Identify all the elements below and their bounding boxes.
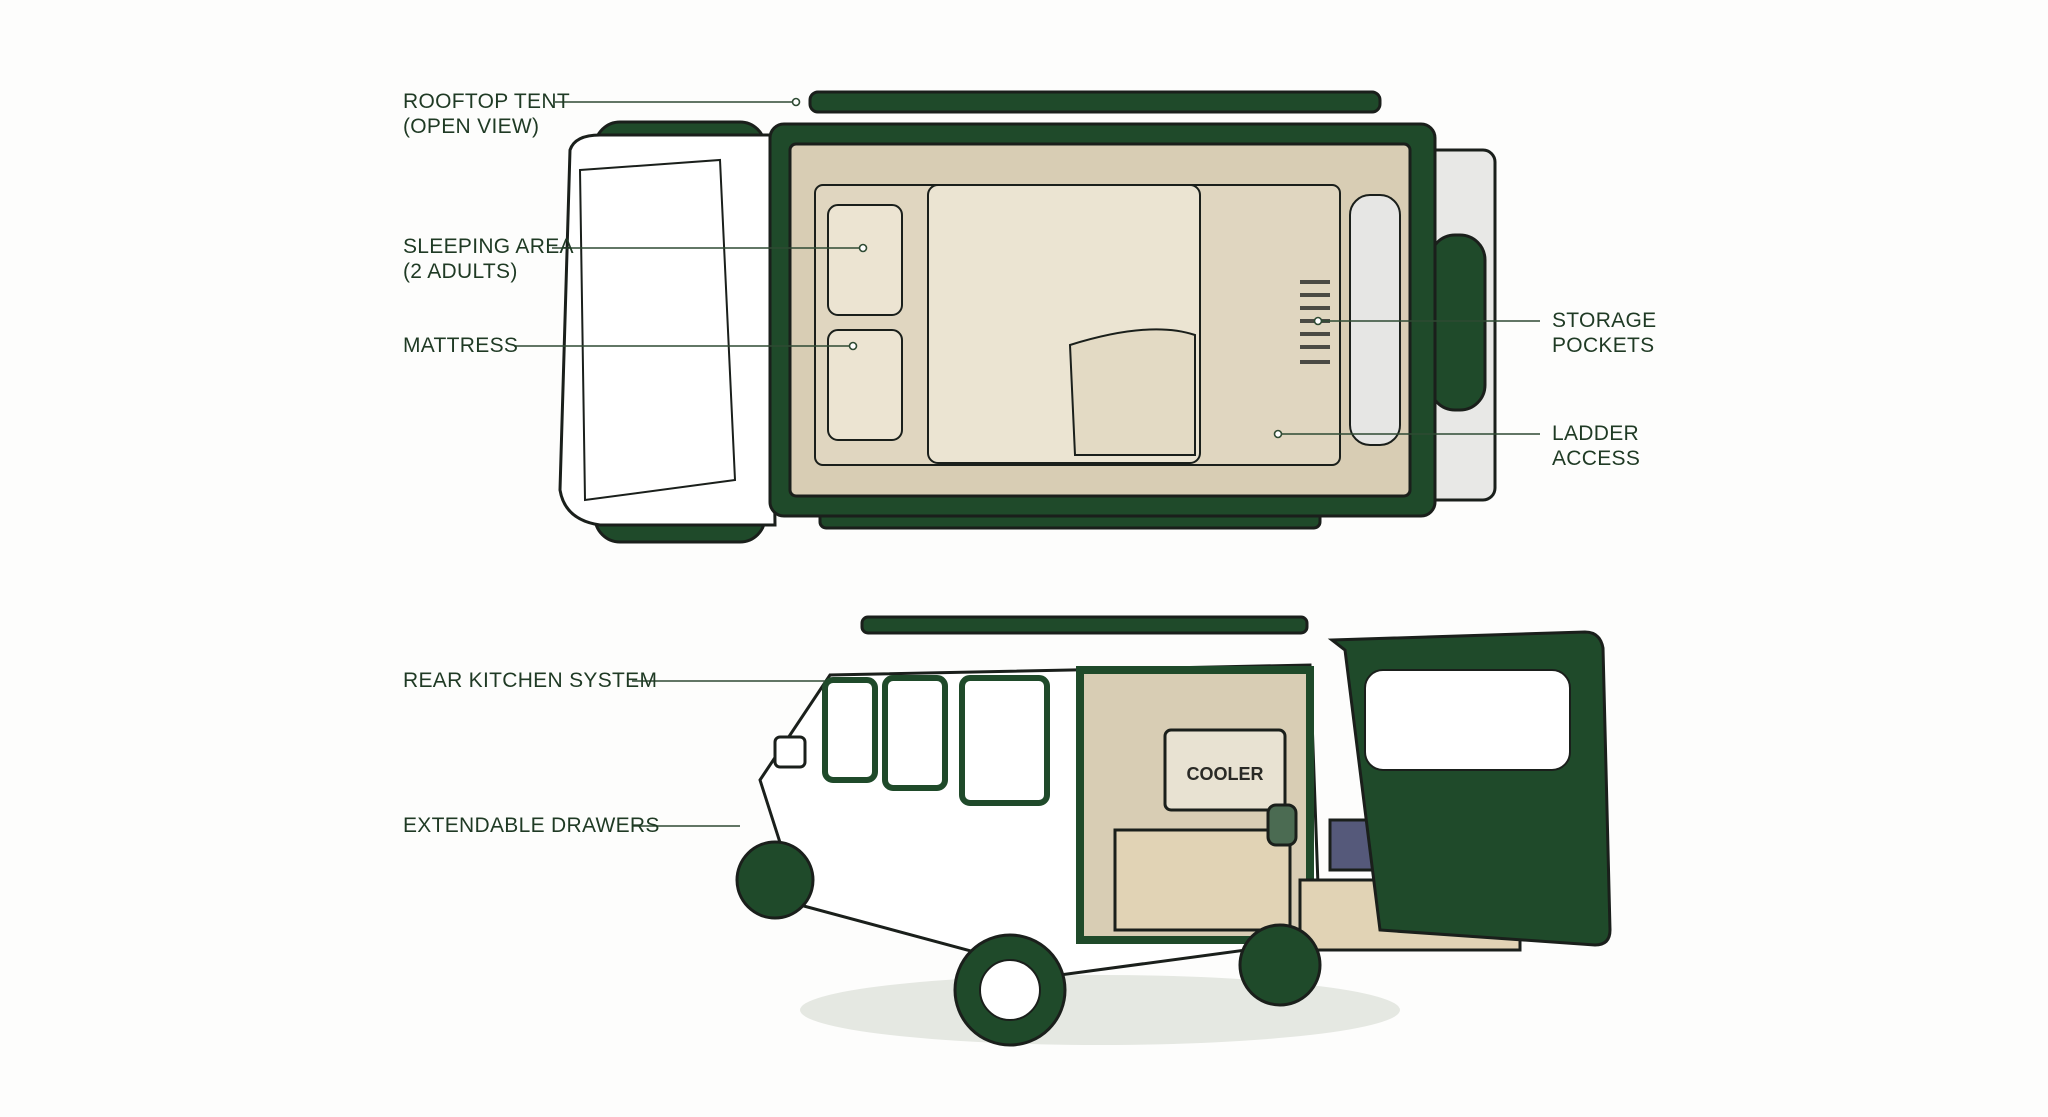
callout-rear-kitchen: REAR KITCHEN SYSTEM bbox=[403, 669, 658, 692]
callout-storage-pockets: STORAGE POCKETS bbox=[1552, 309, 1657, 357]
drawer-left bbox=[1113, 828, 1292, 932]
gas-canister bbox=[1266, 803, 1298, 847]
callout-rooftop-tent: ROOFTOP TENT (OPEN VIEW) bbox=[403, 90, 570, 138]
roof-rack bbox=[860, 615, 1309, 635]
mirror bbox=[773, 735, 807, 769]
pillow bbox=[827, 329, 903, 441]
wheel bbox=[1238, 923, 1322, 1007]
rear-view-vehicle: COOLER bbox=[735, 615, 1612, 1047]
callout-sleeping-area: SLEEPING AREA (2 ADULTS) bbox=[403, 235, 574, 283]
ladder-opening bbox=[1349, 194, 1401, 446]
cooler-label: COOLER bbox=[1186, 764, 1263, 784]
callout-ladder-access: LADDER ACCESS bbox=[1552, 422, 1641, 470]
callout-mattress: MATTRESS bbox=[403, 334, 519, 357]
top-view-vehicle bbox=[558, 90, 1497, 544]
leader-lines bbox=[514, 97, 1540, 827]
cooler bbox=[1163, 728, 1287, 812]
roof-rack bbox=[808, 90, 1382, 114]
pillow bbox=[827, 204, 903, 316]
wheel bbox=[735, 840, 815, 920]
spare-tire-icon bbox=[1428, 233, 1487, 412]
callout-extendable-drawers: EXTENDABLE DRAWERS bbox=[403, 814, 660, 837]
